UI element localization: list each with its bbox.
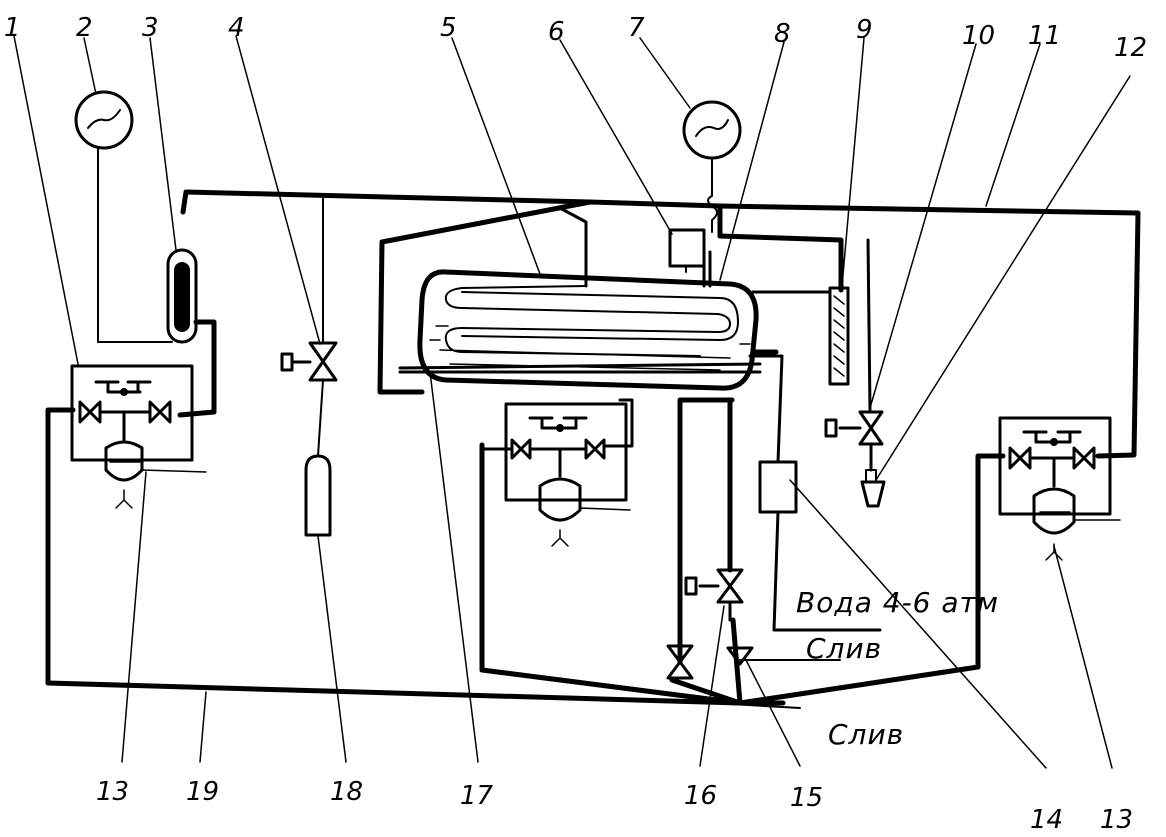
water-supply-label: Вода 4-6 атм bbox=[796, 586, 999, 619]
right-pressure-gauge bbox=[682, 100, 742, 233]
label-14: 14 bbox=[1030, 805, 1063, 835]
receiver-vessel bbox=[398, 250, 779, 391]
label-8: 8 bbox=[774, 19, 791, 49]
label-1: 1 bbox=[4, 13, 21, 43]
lower-drain-valve bbox=[666, 644, 694, 680]
left-pressure-gauge bbox=[74, 90, 173, 343]
label-19: 19 bbox=[186, 777, 219, 807]
valve-4 bbox=[280, 341, 338, 382]
label-6: 6 bbox=[548, 17, 565, 47]
left-valve-block bbox=[70, 364, 207, 509]
label-13-left: 13 bbox=[96, 777, 129, 807]
label-9: 9 bbox=[856, 15, 873, 45]
label-12: 12 bbox=[1114, 33, 1147, 63]
spray-nozzle-12 bbox=[860, 469, 886, 508]
flow-annotations: Вода 4-6 атм Слив Слив bbox=[796, 586, 999, 751]
right-valve-block bbox=[998, 416, 1121, 561]
valve-10 bbox=[824, 410, 884, 472]
label-13-right: 13 bbox=[1100, 805, 1133, 835]
drain-funnel-15 bbox=[726, 646, 754, 666]
label-2: 2 bbox=[76, 13, 93, 43]
sample-cylinder-18 bbox=[304, 454, 332, 537]
label-18: 18 bbox=[330, 777, 363, 807]
valve-16 bbox=[684, 568, 744, 622]
level-indicator-9 bbox=[828, 286, 850, 386]
component-number-labels: 1 2 3 4 5 6 7 8 9 10 11 12 13 19 18 17 1… bbox=[4, 13, 1147, 835]
pressure-relay-6 bbox=[668, 228, 706, 273]
label-15: 15 bbox=[790, 783, 823, 813]
label-4: 4 bbox=[228, 13, 245, 43]
middle-valve-block bbox=[480, 398, 634, 547]
main-pipelines bbox=[45, 189, 1141, 709]
label-16: 16 bbox=[684, 781, 717, 811]
drain-label-lower: Слив bbox=[828, 718, 904, 751]
leader-lines bbox=[13, 35, 1131, 769]
water-regulating-valve-14 bbox=[758, 460, 798, 514]
label-17: 17 bbox=[460, 781, 494, 811]
drain-label-upper: Слив bbox=[806, 632, 882, 665]
label-5: 5 bbox=[440, 13, 457, 43]
sight-glass-column bbox=[166, 248, 198, 344]
label-3: 3 bbox=[142, 13, 159, 43]
label-11: 11 bbox=[1028, 21, 1061, 51]
label-10: 10 bbox=[962, 21, 995, 51]
label-7: 7 bbox=[628, 13, 645, 43]
